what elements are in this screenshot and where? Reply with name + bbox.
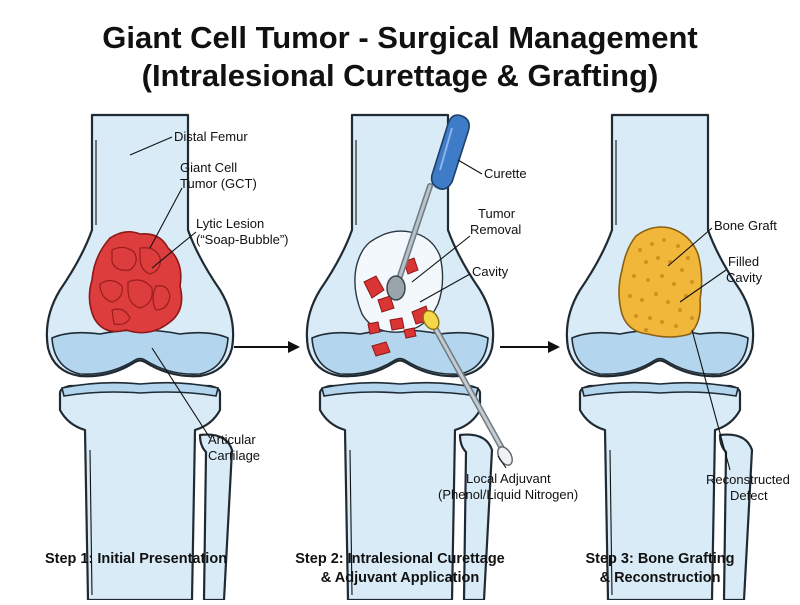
label-cartilage-1: Articular	[208, 432, 256, 447]
graft-texture	[628, 238, 694, 332]
label-bone-graft: Bone Graft	[714, 218, 777, 233]
title-line-2: (Intralesional Curettage & Grafting)	[142, 58, 659, 93]
label-lytic-2: (“Soap-Bubble”)	[196, 232, 289, 247]
step1-knee: Distal Femur Giant Cell Tumor (GCT) Lyti…	[45, 113, 289, 602]
curette-icon	[386, 114, 470, 301]
label-cavity: Cavity	[472, 264, 509, 279]
label-curette: Curette	[484, 166, 527, 181]
caption-step3-line2: & Reconstruction	[600, 570, 721, 586]
label-distal-femur: Distal Femur	[174, 129, 248, 144]
label-reconstructed-2: Defect	[730, 488, 768, 503]
label-tumor-removal-1: Tumor	[478, 206, 516, 221]
label-lytic-1: Lytic Lesion	[196, 216, 264, 231]
caption-step2-line2: & Adjuvant Application	[321, 570, 479, 586]
caption-step2-line1: Step 2: Intralesional Curettage	[295, 551, 505, 567]
label-filled-1: Filled	[728, 254, 759, 269]
step3-bone-graft	[618, 226, 703, 338]
label-adjuvant-2: (Phenol/Liquid Nitrogen)	[438, 487, 578, 502]
label-reconstructed-1: Reconstructed	[706, 472, 790, 487]
caption-step1: Step 1: Initial Presentation	[45, 551, 227, 567]
label-gct-2: Tumor (GCT)	[180, 176, 257, 191]
label-cartilage-2: Cartilage	[208, 448, 260, 463]
arrow-right-icon	[500, 341, 560, 353]
step2-knee: Curette Tumor Removal Cavity Local Adjuv…	[305, 113, 578, 602]
label-adjuvant-1: Local Adjuvant	[466, 471, 551, 486]
caption-step3-line1: Step 3: Bone Grafting	[585, 551, 734, 567]
label-tumor-removal-2: Removal	[470, 222, 521, 237]
title-line-1: Giant Cell Tumor - Surgical Management	[102, 20, 697, 55]
adjuvant-applicator-icon	[422, 309, 513, 466]
label-gct-1: Giant Cell	[180, 160, 237, 175]
label-filled-2: Cavity	[726, 270, 763, 285]
arrow-right-icon	[234, 341, 300, 353]
step3-knee: Bone Graft Filled Cavity Reconstructed D…	[565, 113, 790, 602]
